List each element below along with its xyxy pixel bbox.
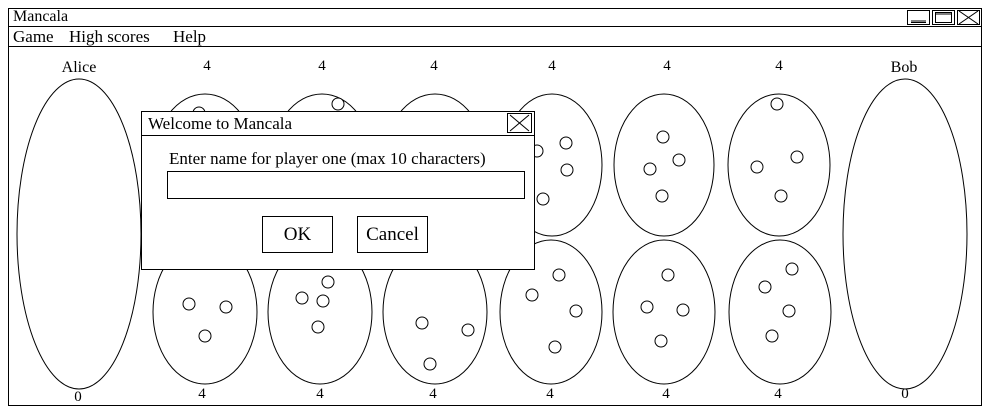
cancel-button[interactable]: Cancel	[357, 216, 428, 253]
stone	[295, 291, 309, 305]
maximize-icon	[935, 12, 952, 23]
pit-top-count: 4	[775, 58, 783, 74]
player-right-name: Bob	[890, 59, 918, 76]
stone	[182, 297, 196, 311]
pit-bottom-count: 4	[546, 386, 554, 402]
store-right[interactable]	[842, 78, 968, 390]
pit-bottom-count: 4	[316, 386, 324, 402]
maximize-button[interactable]	[932, 10, 955, 25]
pit-top-6[interactable]	[727, 93, 831, 237]
pit-bottom-count: 4	[662, 386, 670, 402]
stone	[774, 189, 788, 203]
pit-bottom-count: 4	[774, 386, 782, 402]
stone	[198, 329, 212, 343]
stone	[560, 163, 574, 177]
stone	[552, 268, 566, 282]
pit-bottom-count: 4	[429, 386, 437, 402]
pit-top-count: 4	[548, 58, 556, 74]
menu-help[interactable]: Help	[173, 27, 207, 46]
menu-high-scores[interactable]: High scores	[69, 27, 150, 46]
stone	[643, 162, 657, 176]
window-title: Mancala	[13, 8, 69, 25]
stone	[655, 189, 669, 203]
pit-bottom-4[interactable]	[499, 239, 603, 385]
stone	[559, 136, 573, 150]
player-name-input[interactable]	[167, 171, 525, 199]
stone	[661, 268, 675, 282]
stone	[790, 150, 804, 164]
close-icon	[958, 10, 979, 25]
stone	[311, 320, 325, 334]
stone	[782, 304, 796, 318]
stone	[770, 97, 784, 111]
stone	[415, 316, 429, 330]
pit-bottom-6[interactable]	[728, 239, 832, 385]
stone	[569, 304, 583, 318]
stone	[765, 329, 779, 343]
store-left-count: 0	[74, 389, 82, 405]
pit-top-count: 4	[203, 58, 211, 74]
title-bar: Mancala	[9, 8, 981, 27]
stones-bottom	[182, 262, 799, 371]
stone	[321, 275, 335, 289]
stone	[536, 192, 550, 206]
minimize-button[interactable]	[907, 10, 930, 25]
stone	[785, 262, 799, 276]
welcome-dialog: Welcome to Mancala Enter name for player…	[141, 111, 535, 270]
close-button[interactable]	[957, 10, 980, 25]
store-right-count: 0	[901, 386, 909, 402]
stone	[750, 160, 764, 174]
mancala-window: Mancala Game High scores Help	[8, 8, 982, 406]
menu-game[interactable]: Game	[13, 27, 54, 46]
dialog-title-bar: Welcome to Mancala	[142, 112, 534, 136]
stone	[548, 340, 562, 354]
stone	[331, 97, 345, 111]
stone	[423, 357, 437, 371]
stone	[316, 294, 330, 308]
stone	[219, 300, 233, 314]
pit-top-count: 4	[318, 58, 326, 74]
stone	[640, 300, 654, 314]
dialog-title: Welcome to Mancala	[148, 114, 293, 133]
stone	[654, 334, 668, 348]
stone	[672, 153, 686, 167]
pit-top-count: 4	[430, 58, 438, 74]
pit-bottom-count: 4	[198, 386, 206, 402]
dialog-close-icon	[509, 114, 530, 132]
player-name-prompt: Enter name for player one (max 10 charac…	[169, 149, 486, 168]
pit-top-5[interactable]	[613, 93, 715, 237]
store-left[interactable]	[16, 78, 142, 390]
stone	[676, 303, 690, 317]
pit-top-count: 4	[663, 58, 671, 74]
stone	[758, 280, 772, 294]
stone	[461, 323, 475, 337]
stone	[656, 130, 670, 144]
minimize-icon	[911, 20, 926, 23]
ok-button[interactable]: OK	[262, 216, 333, 253]
menu-bar: Game High scores Help	[9, 27, 981, 47]
pit-bottom-5[interactable]	[612, 239, 716, 385]
stone	[525, 288, 539, 302]
player-left-name: Alice	[61, 59, 97, 76]
dialog-close-button[interactable]	[507, 113, 532, 133]
